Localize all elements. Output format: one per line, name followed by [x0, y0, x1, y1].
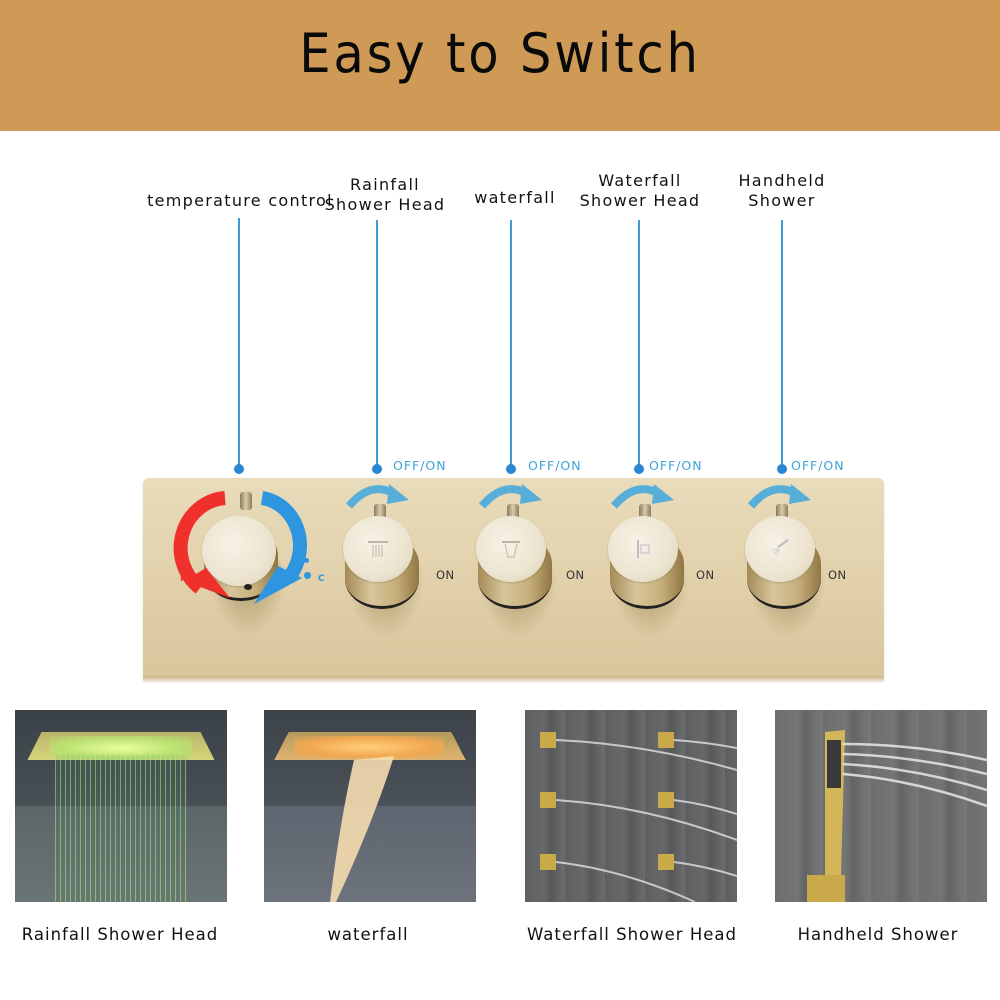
rotate-arrow-icon — [747, 484, 811, 509]
handheld-shower-image — [775, 710, 987, 902]
waterfall-knob[interactable] — [468, 478, 568, 638]
off-on-label: OFF/ON — [649, 458, 703, 473]
page-title: Easy to Switch — [299, 22, 701, 85]
off-on-label: OFF/ON — [791, 458, 845, 473]
knob-face — [745, 516, 815, 582]
leader-line — [238, 218, 240, 468]
leader-dot — [506, 464, 516, 474]
body-jets-icon — [637, 540, 650, 558]
callout-label-waterfall: waterfall — [440, 188, 590, 208]
on-label: ON — [566, 568, 585, 582]
off-on-label: OFF/ON — [393, 458, 447, 473]
knob-face — [608, 516, 678, 582]
leader-line — [638, 220, 640, 468]
rotate-arrow-icon — [610, 484, 674, 509]
callout-text: waterfall — [474, 188, 556, 207]
callout-label-rainfall: Rainfall Shower Head — [310, 175, 460, 215]
knob-face — [202, 516, 276, 586]
on-label: ON — [828, 568, 847, 582]
waterfall-image — [264, 710, 476, 902]
leader-dot — [372, 464, 382, 474]
knob-face — [343, 516, 413, 582]
callout-label-waterfall-shower-head: Waterfall Shower Head — [565, 171, 715, 211]
temperature-knob[interactable] — [170, 486, 330, 636]
callout-text: Shower Head — [579, 191, 701, 210]
rotate-arrow-icon — [478, 484, 542, 509]
callout-text: Handheld — [738, 171, 826, 190]
cold-dot — [304, 572, 311, 579]
caption-handheld-shower: Handheld Shower — [797, 925, 959, 944]
caption-waterfall: waterfall — [327, 925, 409, 944]
cold-dot — [301, 547, 305, 551]
callout-text: Shower Head — [324, 195, 446, 214]
caption-waterfall-shower-head: Waterfall Shower Head — [527, 925, 737, 944]
leader-line — [781, 220, 783, 468]
leader-line — [376, 220, 378, 468]
callout-text: Shower — [748, 191, 816, 210]
callout-text: Waterfall — [598, 171, 682, 190]
hot-arrow-icon — [173, 491, 230, 598]
callout-text: Rainfall — [350, 175, 420, 194]
rainfall-shower-image — [15, 710, 227, 902]
callout-label-temperature: temperature control — [110, 191, 370, 211]
off-on-label: OFF/ON — [528, 458, 582, 473]
callout-label-handheld: Handheld Shower — [707, 171, 857, 211]
rainfall-knob[interactable] — [335, 478, 435, 638]
panel-edge — [143, 676, 884, 682]
callout-text: temperature control — [147, 191, 333, 210]
on-label: ON — [436, 568, 455, 582]
hot-dot — [200, 573, 207, 580]
knob-face — [476, 516, 546, 582]
waterfall-icon — [502, 541, 520, 558]
leader-line — [510, 220, 512, 468]
knob-pin — [240, 492, 252, 510]
cold-dot — [304, 558, 309, 563]
handheld-icon — [771, 539, 789, 556]
knob-hole — [244, 584, 252, 590]
handheld-knob[interactable] — [737, 478, 837, 638]
leader-dot — [234, 464, 244, 474]
rotate-arrow-icon — [345, 484, 409, 509]
rainfall-icon — [368, 541, 388, 557]
body-jets-image — [525, 710, 737, 902]
leader-dot — [634, 464, 644, 474]
leader-dot — [777, 464, 787, 474]
on-label: ON — [696, 568, 715, 582]
caption-rainfall-shower-head: Rainfall Shower Head — [21, 925, 219, 944]
header-banner: Easy to Switch — [0, 0, 1000, 131]
hot-label: H — [180, 574, 188, 584]
body-jets-knob[interactable] — [600, 478, 700, 638]
cold-label: C — [318, 574, 325, 584]
cold-arrow-icon — [254, 491, 307, 604]
